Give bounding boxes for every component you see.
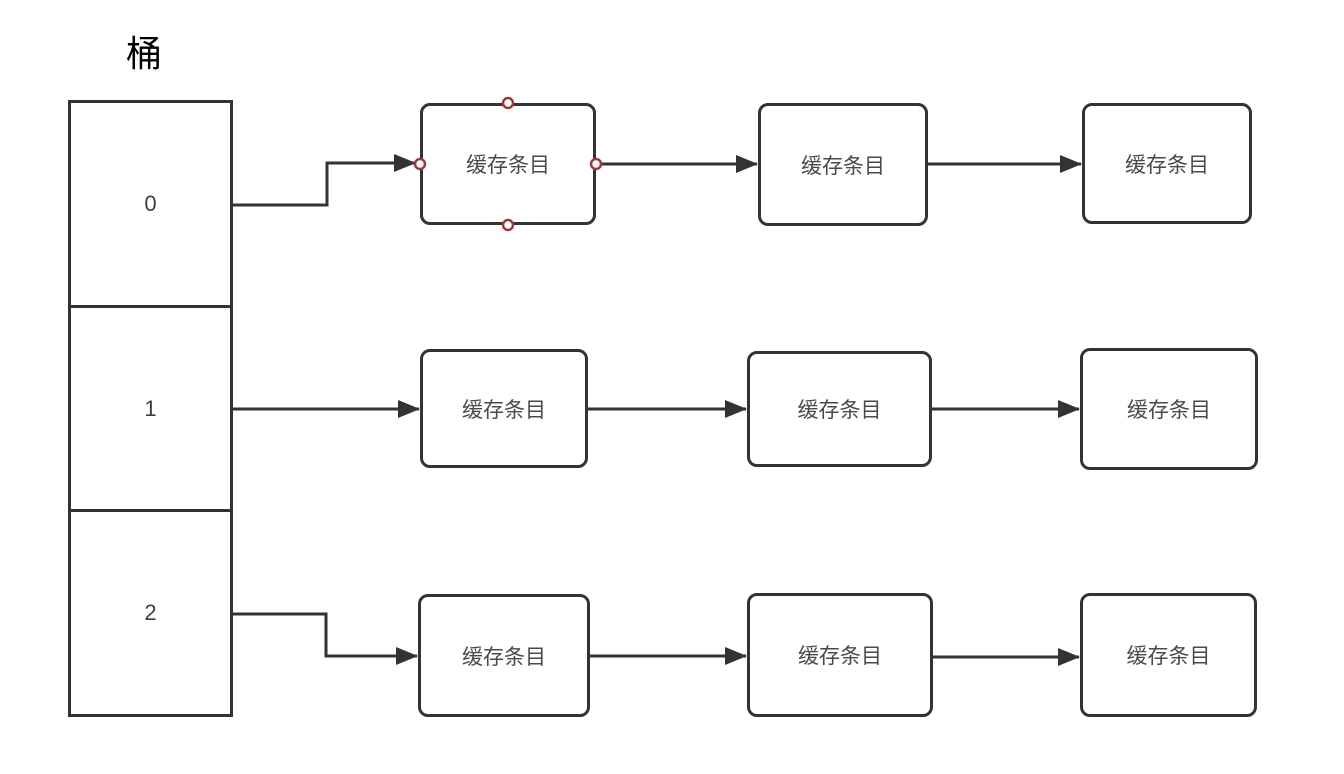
cache-entry-r1-c1[interactable]: 缓存条目 [747, 351, 932, 467]
cache-entry-r2-c1[interactable]: 缓存条目 [747, 593, 933, 717]
cache-entry-r2-c2[interactable]: 缓存条目 [1080, 593, 1257, 717]
edge-bucket2-to-entry[interactable] [233, 612, 418, 665]
connection-handle-top[interactable] [501, 96, 515, 110]
cache-entry-label: 缓存条目 [1127, 399, 1211, 422]
bucket-array[interactable]: 0 1 2 [68, 100, 233, 717]
bucket-cell-2[interactable]: 2 [71, 509, 230, 714]
cache-entry-label: 缓存条目 [801, 154, 885, 178]
cache-entry-r1-c0[interactable]: 缓存条目 [420, 349, 588, 468]
connection-handle-bottom[interactable] [501, 218, 515, 232]
connection-handle-right[interactable] [589, 157, 603, 171]
cache-entry-r0-c2[interactable]: 缓存条目 [1082, 103, 1252, 224]
cache-entry-r2-c0[interactable]: 缓存条目 [418, 594, 590, 717]
cache-entry-label: 缓存条目 [797, 399, 882, 422]
bucket-title[interactable]: 桶 [126, 33, 164, 74]
bucket-cell-1[interactable]: 1 [71, 304, 230, 510]
cache-entry-label: 缓存条目 [462, 645, 546, 669]
cache-entry-r0-c1[interactable]: 缓存条目 [758, 103, 928, 226]
cache-entry-label: 缓存条目 [466, 154, 550, 177]
bucket-cell-label: 2 [144, 600, 157, 626]
edge-bucket0-to-entry[interactable] [233, 154, 416, 207]
cache-entry-label: 缓存条目 [462, 398, 546, 422]
cache-entry-r0-c0[interactable]: 缓存条目 [420, 103, 596, 225]
cache-entry-label: 缓存条目 [1125, 153, 1209, 177]
cache-entry-r1-c2[interactable]: 缓存条目 [1080, 348, 1258, 470]
cache-entry-label: 缓存条目 [798, 645, 882, 668]
bucket-cell-0[interactable]: 0 [71, 103, 230, 305]
connection-handle-left[interactable] [413, 157, 427, 171]
bucket-cell-label: 0 [144, 190, 157, 216]
bucket-cell-label: 1 [144, 395, 157, 421]
cache-entry-label: 缓存条目 [1126, 645, 1211, 668]
